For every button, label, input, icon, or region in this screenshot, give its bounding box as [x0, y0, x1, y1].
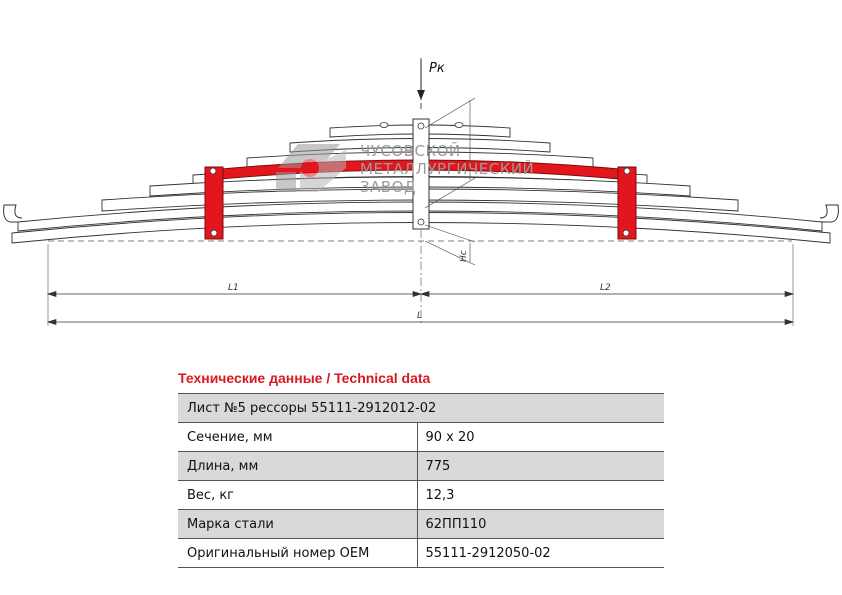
height-label: Hc: [459, 250, 469, 262]
right-eye: [819, 204, 839, 223]
spec-value: 775: [416, 451, 664, 481]
spec-header-row: Лист №5 рессоры 55111-2912012-02: [178, 393, 664, 423]
dimension-l2: [419, 291, 795, 297]
dimension-l1: [46, 291, 423, 297]
extension-lines: [47, 244, 794, 326]
dimension-l-label: L: [417, 311, 422, 321]
spec-table: Лист №5 рессоры 55111-2912012-02 Сечение…: [178, 393, 664, 568]
spec-row: Длина, мм 775: [178, 451, 664, 481]
spec-row: Вес, кг 12,3: [178, 480, 664, 510]
watermark-line3: ЗАВОД: [360, 178, 416, 196]
spec-label: Длина, мм: [178, 451, 417, 481]
dimension-l: [46, 319, 795, 325]
spec-value: 90 х 20: [416, 422, 664, 452]
height-dimension: [424, 97, 476, 266]
spec-row: Сечение, мм 90 х 20: [178, 422, 664, 452]
leaf-spring-drawing: Pк Hc L1 L2 L: [3, 58, 839, 326]
spec-value: 62ПП110: [416, 509, 664, 539]
spec-title: Технические данные / Technical data: [178, 370, 431, 386]
spec-label: Марка стали: [178, 509, 417, 539]
spring-eyes: [3, 204, 839, 223]
spec-label: Сечение, мм: [178, 422, 417, 452]
left-clamp: [204, 166, 224, 240]
left-eye: [3, 204, 23, 223]
dimension-l2-label: L2: [600, 283, 611, 293]
watermark-line2: МЕТАЛЛУРГИЧЕСКИЙ: [360, 159, 534, 178]
center-clamp: [379, 118, 464, 230]
load-arrow: [417, 58, 425, 112]
watermark-line1: ЧУСОВСКОЙ: [360, 141, 461, 160]
dimension-l1-label: L1: [228, 283, 239, 293]
spec-header: Лист №5 рессоры 55111-2912012-02: [178, 393, 664, 423]
watermark-logo: [276, 144, 346, 192]
spec-label: Оригинальный номер ОЕМ: [178, 538, 417, 568]
spec-row: Оригинальный номер ОЕМ 55111-2912050-02: [178, 538, 664, 568]
spec-row: Марка стали 62ПП110: [178, 509, 664, 539]
right-clamp: [617, 166, 637, 240]
spec-value: 12,3: [416, 480, 664, 510]
spec-value: 55111-2912050-02: [416, 538, 664, 568]
spec-label: Вес, кг: [178, 480, 417, 510]
load-label: Pк: [429, 61, 445, 76]
